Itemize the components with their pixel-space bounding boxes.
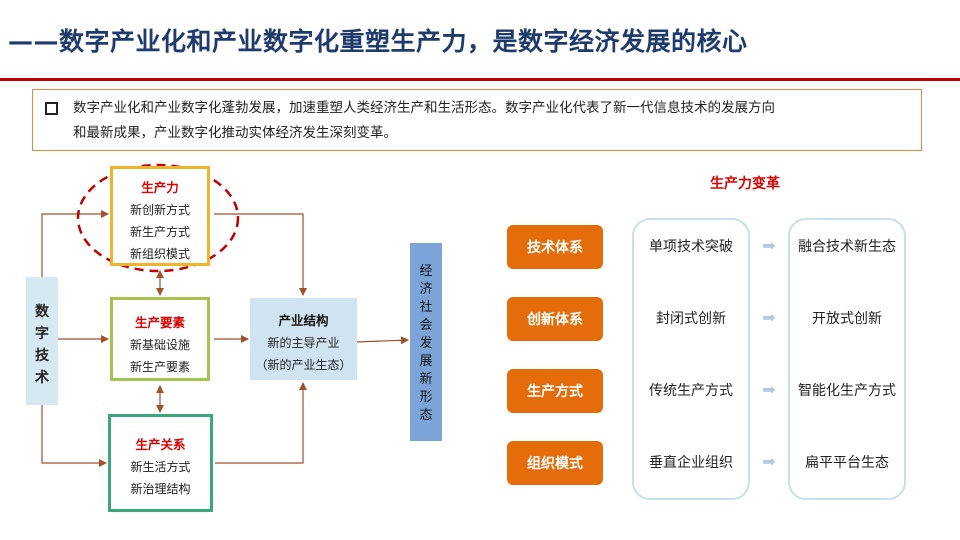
- connector-digital-productivity: [41, 210, 109, 277]
- connector-industry-economy: [356, 336, 409, 345]
- label-tech-system: 技术体系: [507, 225, 603, 269]
- from-cell: 传统生产方式: [649, 383, 733, 399]
- from-cell: 单项技术突破: [649, 239, 733, 255]
- productivity-header: 生产力: [141, 180, 179, 195]
- factors-header: 生产要素: [134, 315, 185, 330]
- industry-line: （新的产业生态）: [255, 358, 352, 372]
- industry-structure-box: 产业结构 新的主导产业 （新的产业生态）: [250, 298, 357, 380]
- to-cell: 扁平平台生态: [805, 455, 889, 471]
- relations-line: 新生活方式: [130, 460, 191, 474]
- factors-box: 生产要素 新基础设施 新生产要素: [110, 297, 210, 381]
- digital-tech-char: 术: [35, 370, 49, 386]
- label-innovation-system: 创新体系: [507, 297, 603, 341]
- productivity-box: 生产力 新创新方式 新生产方式 新组织模式: [110, 166, 210, 266]
- to-cell: 智能化生产方式: [798, 383, 896, 399]
- digital-tech-char: 数: [35, 304, 49, 320]
- page-title: ——数字产业化和产业数字化重塑生产力，是数字经济发展的核心: [8, 27, 748, 56]
- to-panel: [788, 218, 906, 500]
- relations-header: 生产关系: [135, 437, 186, 452]
- digital-tech-char: 技: [35, 348, 49, 364]
- connector-productivity-industry: [214, 213, 307, 296]
- right-arrow-icon: ➡: [762, 380, 776, 399]
- intro-line-1: 数字产业化和产业数字化蓬勃发展，加速重塑人类经济生产和生活形态。数字产业化代表了…: [73, 100, 775, 116]
- connector-digital-relations: [41, 405, 107, 467]
- digital-tech-char: 字: [35, 326, 49, 342]
- economy-char: 会: [419, 318, 433, 333]
- from-cell: 垂直企业组织: [649, 455, 733, 471]
- economy-char: 济: [419, 282, 433, 297]
- right-arrow-icon: ➡: [762, 452, 776, 471]
- highlight-dashed-ellipse: [76, 163, 240, 273]
- connector-relations-industry: [215, 382, 307, 464]
- relations-box: 生产关系 新生活方式 新治理结构: [108, 414, 213, 512]
- productivity-line: 新创新方式: [129, 203, 190, 217]
- intro-line-2: 和最新成果，产业数字化推动实体经济发生深刻变革。: [73, 125, 397, 141]
- digital-tech-box: 数 字 技 术: [26, 277, 58, 405]
- right-arrow-icon: ➡: [762, 308, 776, 327]
- economy-char: 社: [419, 300, 433, 315]
- right-arrow-icon: ➡: [762, 236, 776, 255]
- industry-header: 产业结构: [278, 313, 329, 328]
- to-cell: 开放式创新: [812, 311, 882, 327]
- economy-char: 新: [419, 372, 433, 387]
- intro-box: 数字产业化和产业数字化蓬勃发展，加速重塑人类经济生产和生活形态。数字产业化代表了…: [32, 89, 922, 151]
- transform-title: 生产力变革: [710, 176, 780, 192]
- productivity-line: 新生产方式: [129, 225, 190, 239]
- productivity-line: 新组织模式: [129, 247, 190, 261]
- factors-line: 新生产要素: [129, 360, 190, 374]
- economy-char: 展: [419, 354, 433, 369]
- intro-text: 数字产业化和产业数字化蓬勃发展，加速重塑人类经济生产和生活形态。数字产业化代表了…: [73, 96, 913, 146]
- square-bullet-icon: [45, 102, 58, 115]
- economy-char: 态: [419, 408, 433, 423]
- from-cell: 封闭式创新: [656, 311, 726, 327]
- economy-char: 形: [419, 390, 433, 405]
- economy-char: 发: [419, 336, 433, 351]
- from-panel: [632, 218, 750, 500]
- label-production-mode: 生产方式: [507, 369, 603, 413]
- title-rule: [0, 78, 960, 81]
- industry-line: 新的主导产业: [267, 336, 340, 350]
- factors-line: 新基础设施: [129, 338, 190, 352]
- label-org-model: 组织模式: [507, 441, 603, 485]
- to-cell: 融合技术新生态: [798, 239, 896, 255]
- relations-line: 新治理结构: [130, 482, 191, 496]
- economy-box: 经 济 社 会 发 展 新 形 态: [410, 243, 442, 441]
- economy-char: 经: [419, 264, 433, 279]
